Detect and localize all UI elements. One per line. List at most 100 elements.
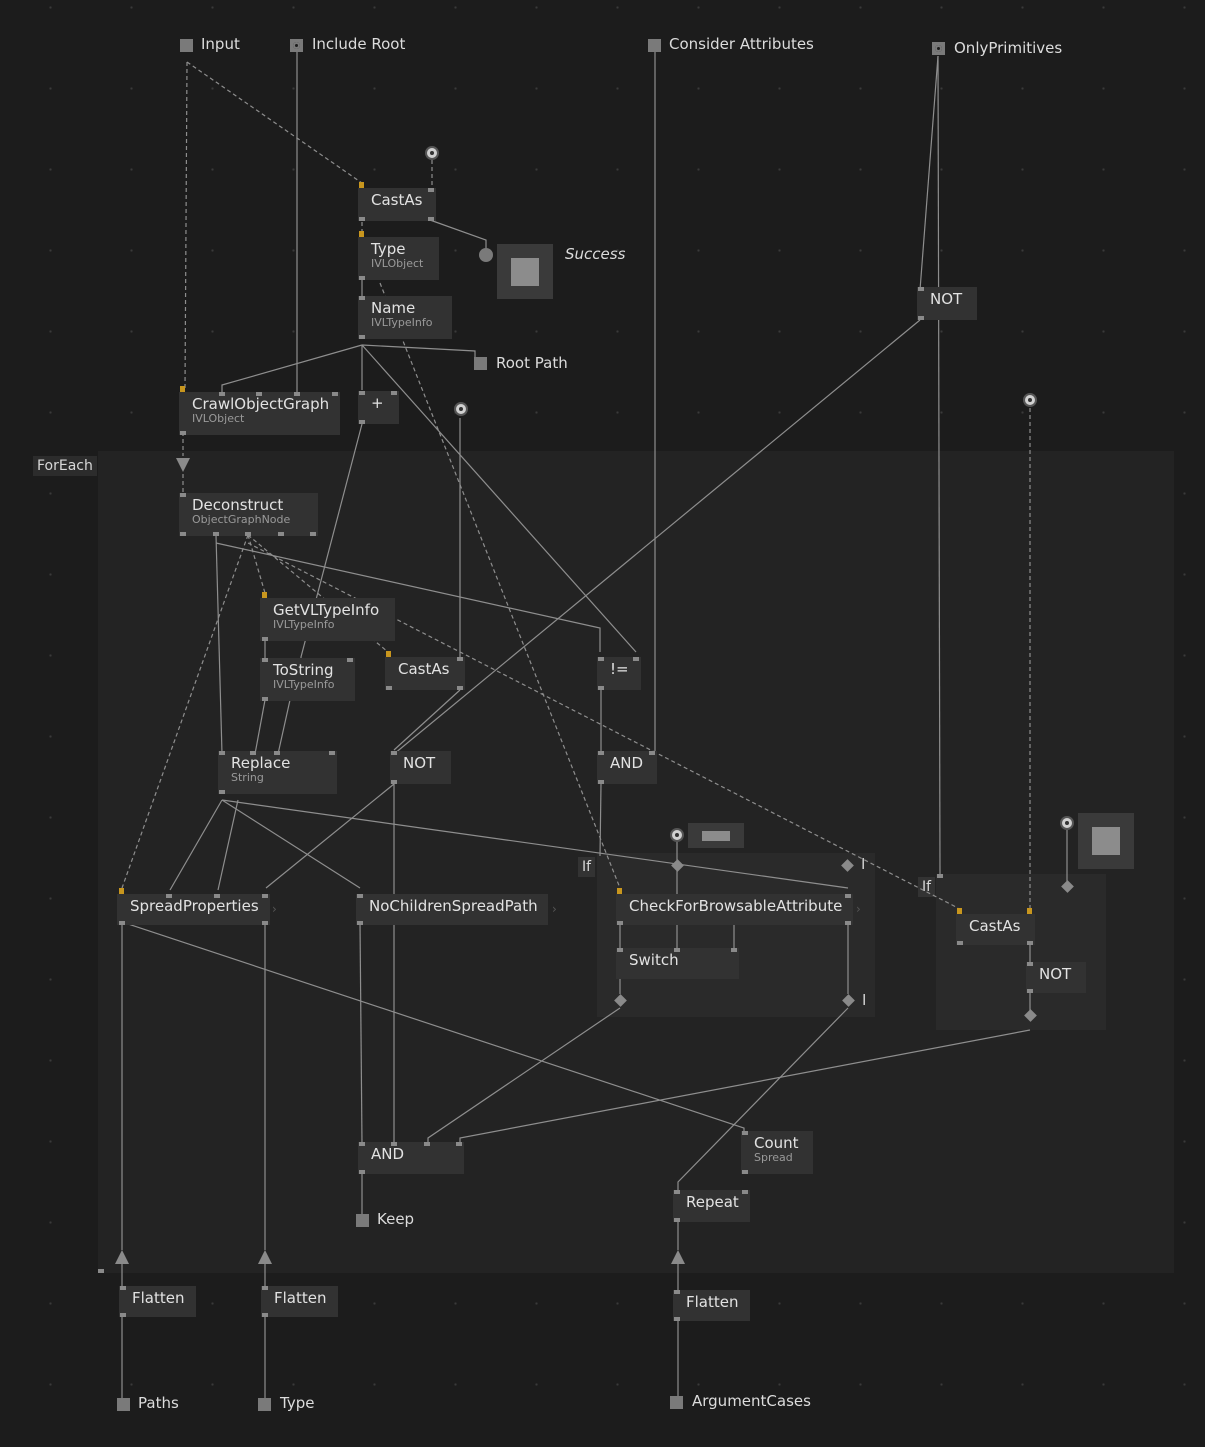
plus-out-pin[interactable] <box>359 420 365 424</box>
deconstruct-out1-pin[interactable] <box>180 532 186 536</box>
castas-right-out1-pin[interactable] <box>957 941 963 945</box>
if-region-2-label[interactable]: If <box>918 877 936 897</box>
and-bottom-in3-pin[interactable] <box>424 1142 430 1146</box>
and-mid-in1-pin[interactable] <box>598 751 604 755</box>
paths-output-splicer-icon[interactable] <box>115 1250 129 1264</box>
castas-right-in1-pin[interactable] <box>957 908 962 914</box>
castas-mid-out-pin[interactable] <box>386 686 392 690</box>
if-region-1-label[interactable]: If <box>578 857 596 877</box>
switch-default-pin-icon[interactable] <box>670 828 684 842</box>
not-mid-out-pin[interactable] <box>391 780 397 784</box>
crawl-in2-pin[interactable] <box>219 392 225 396</box>
castas-mid-type-pin-icon[interactable] <box>454 402 468 416</box>
crawl-in3-pin[interactable] <box>256 392 262 396</box>
switch-node[interactable]: Switch <box>616 948 739 979</box>
tostring-node[interactable]: ToString IVLTypeInfo <box>260 658 355 701</box>
replace-in4-pin[interactable] <box>329 751 335 755</box>
argcases-output-splicer-icon[interactable] <box>671 1250 685 1264</box>
spreadprops-in2-pin[interactable] <box>166 894 172 898</box>
deconstruct-out2-pin[interactable] <box>213 532 219 536</box>
checkbrowsable-out2-pin[interactable] <box>845 921 851 925</box>
flatten1-out-pin[interactable] <box>120 1313 126 1317</box>
getvltypeinfo-node[interactable]: GetVLTypeInfo IVLTypeInfo <box>260 598 395 641</box>
flatten-paths-node[interactable]: Flatten <box>119 1286 196 1317</box>
repeat-in2-pin[interactable] <box>742 1190 748 1194</box>
foreach-region-label[interactable]: ForEach <box>33 456 97 476</box>
castas-type-pin-icon[interactable] <box>425 146 439 160</box>
success-toggle[interactable] <box>497 244 553 299</box>
root-path-pad[interactable] <box>474 357 487 370</box>
castas-mid-in2-pin[interactable] <box>457 657 463 661</box>
and-mid-out-pin[interactable] <box>598 780 604 784</box>
repeat-out-pin[interactable] <box>674 1218 680 1222</box>
only-primitives-pad[interactable] <box>932 42 945 55</box>
checkbrowsable-in2-pin[interactable] <box>845 894 851 898</box>
castas-right-type-pin-icon[interactable] <box>1023 393 1037 407</box>
flatten3-out-pin[interactable] <box>674 1317 680 1321</box>
type-node[interactable]: Type IVLObject <box>358 237 439 280</box>
switch-in3-pin[interactable] <box>731 948 737 952</box>
spreadprops-in1-pin[interactable] <box>119 888 124 894</box>
and-bottom-in4-pin[interactable] <box>456 1142 462 1146</box>
plus-node[interactable]: + <box>358 391 399 424</box>
castas-top-node[interactable]: CastAs <box>358 188 436 221</box>
name-in-pin[interactable] <box>359 296 365 300</box>
getvltypeinfo-in-pin[interactable] <box>262 592 267 598</box>
not-default-toggle[interactable] <box>1078 813 1134 869</box>
crawl-in5-pin[interactable] <box>332 392 338 396</box>
flatten1-in-pin[interactable] <box>120 1286 126 1290</box>
castas-top-in-pin[interactable] <box>359 182 364 188</box>
type-pad[interactable] <box>258 1398 271 1411</box>
neq-in1-pin[interactable] <box>598 657 604 661</box>
spreadprops-in4-pin[interactable] <box>262 894 268 898</box>
flatten-type-node[interactable]: Flatten <box>261 1286 338 1317</box>
deconstruct-out5-pin[interactable] <box>310 532 316 536</box>
not-top-in-pin[interactable] <box>918 287 924 291</box>
type-out-pin[interactable] <box>359 276 365 280</box>
if2-in-pin[interactable] <box>937 874 943 878</box>
replace-out-pin[interactable] <box>219 790 225 794</box>
castas-right-node[interactable]: CastAs <box>956 914 1035 945</box>
neq-in2-pin[interactable] <box>633 657 639 661</box>
foreach-input-splicer-icon[interactable] <box>176 458 190 472</box>
include-root-pad[interactable] <box>290 39 303 52</box>
nochildren-out-pin[interactable] <box>357 921 363 925</box>
castas-mid-out2-pin[interactable] <box>457 686 463 690</box>
if-region-1[interactable] <box>597 853 875 1017</box>
and-bottom-in1-pin[interactable] <box>359 1142 365 1146</box>
repeat-node[interactable]: Repeat <box>673 1190 750 1222</box>
replace-node[interactable]: Replace String <box>218 751 337 794</box>
crawl-out-pin[interactable] <box>180 431 186 435</box>
input-pad[interactable] <box>180 39 193 52</box>
plus-in2-pin[interactable] <box>391 391 397 395</box>
crawl-in-pin[interactable] <box>180 386 185 392</box>
and-mid-in2-pin[interactable] <box>649 751 655 755</box>
not-top-out-pin[interactable] <box>918 316 924 320</box>
paths-pad[interactable] <box>117 1398 130 1411</box>
consider-attributes-pad[interactable] <box>648 39 661 52</box>
tostring-out-pin[interactable] <box>262 697 268 701</box>
count-node[interactable]: Count Spread <box>741 1131 813 1174</box>
castas-top-out2-pin[interactable] <box>428 217 434 221</box>
checkbrowsable-in1-pin[interactable] <box>617 888 622 894</box>
crawl-in4-pin[interactable] <box>294 392 300 396</box>
repeat-in1-pin[interactable] <box>674 1190 680 1194</box>
replace-in2-pin[interactable] <box>250 751 256 755</box>
spreadprops-in3-pin[interactable] <box>214 894 220 898</box>
count-in-pin[interactable] <box>742 1131 748 1135</box>
castas-mid-node[interactable]: CastAs <box>385 657 465 690</box>
castas-top-out-pin[interactable] <box>359 217 365 221</box>
type-in-pin[interactable] <box>359 231 364 237</box>
tostring-in2-pin[interactable] <box>347 658 353 662</box>
keep-pad[interactable] <box>356 1214 369 1227</box>
castas-right-in2-pin[interactable] <box>1027 908 1032 914</box>
checkbrowsable-out1-pin[interactable] <box>617 921 623 925</box>
name-out-pin[interactable] <box>359 335 365 339</box>
not-right-out-pin[interactable] <box>1027 989 1033 993</box>
switch-in2-pin[interactable] <box>674 948 680 952</box>
deconstruct-out3-pin[interactable] <box>245 532 251 536</box>
flatten2-in-pin[interactable] <box>262 1286 268 1290</box>
and-mid-node[interactable]: AND <box>597 751 657 784</box>
spreadprops-out2-pin[interactable] <box>262 921 268 925</box>
